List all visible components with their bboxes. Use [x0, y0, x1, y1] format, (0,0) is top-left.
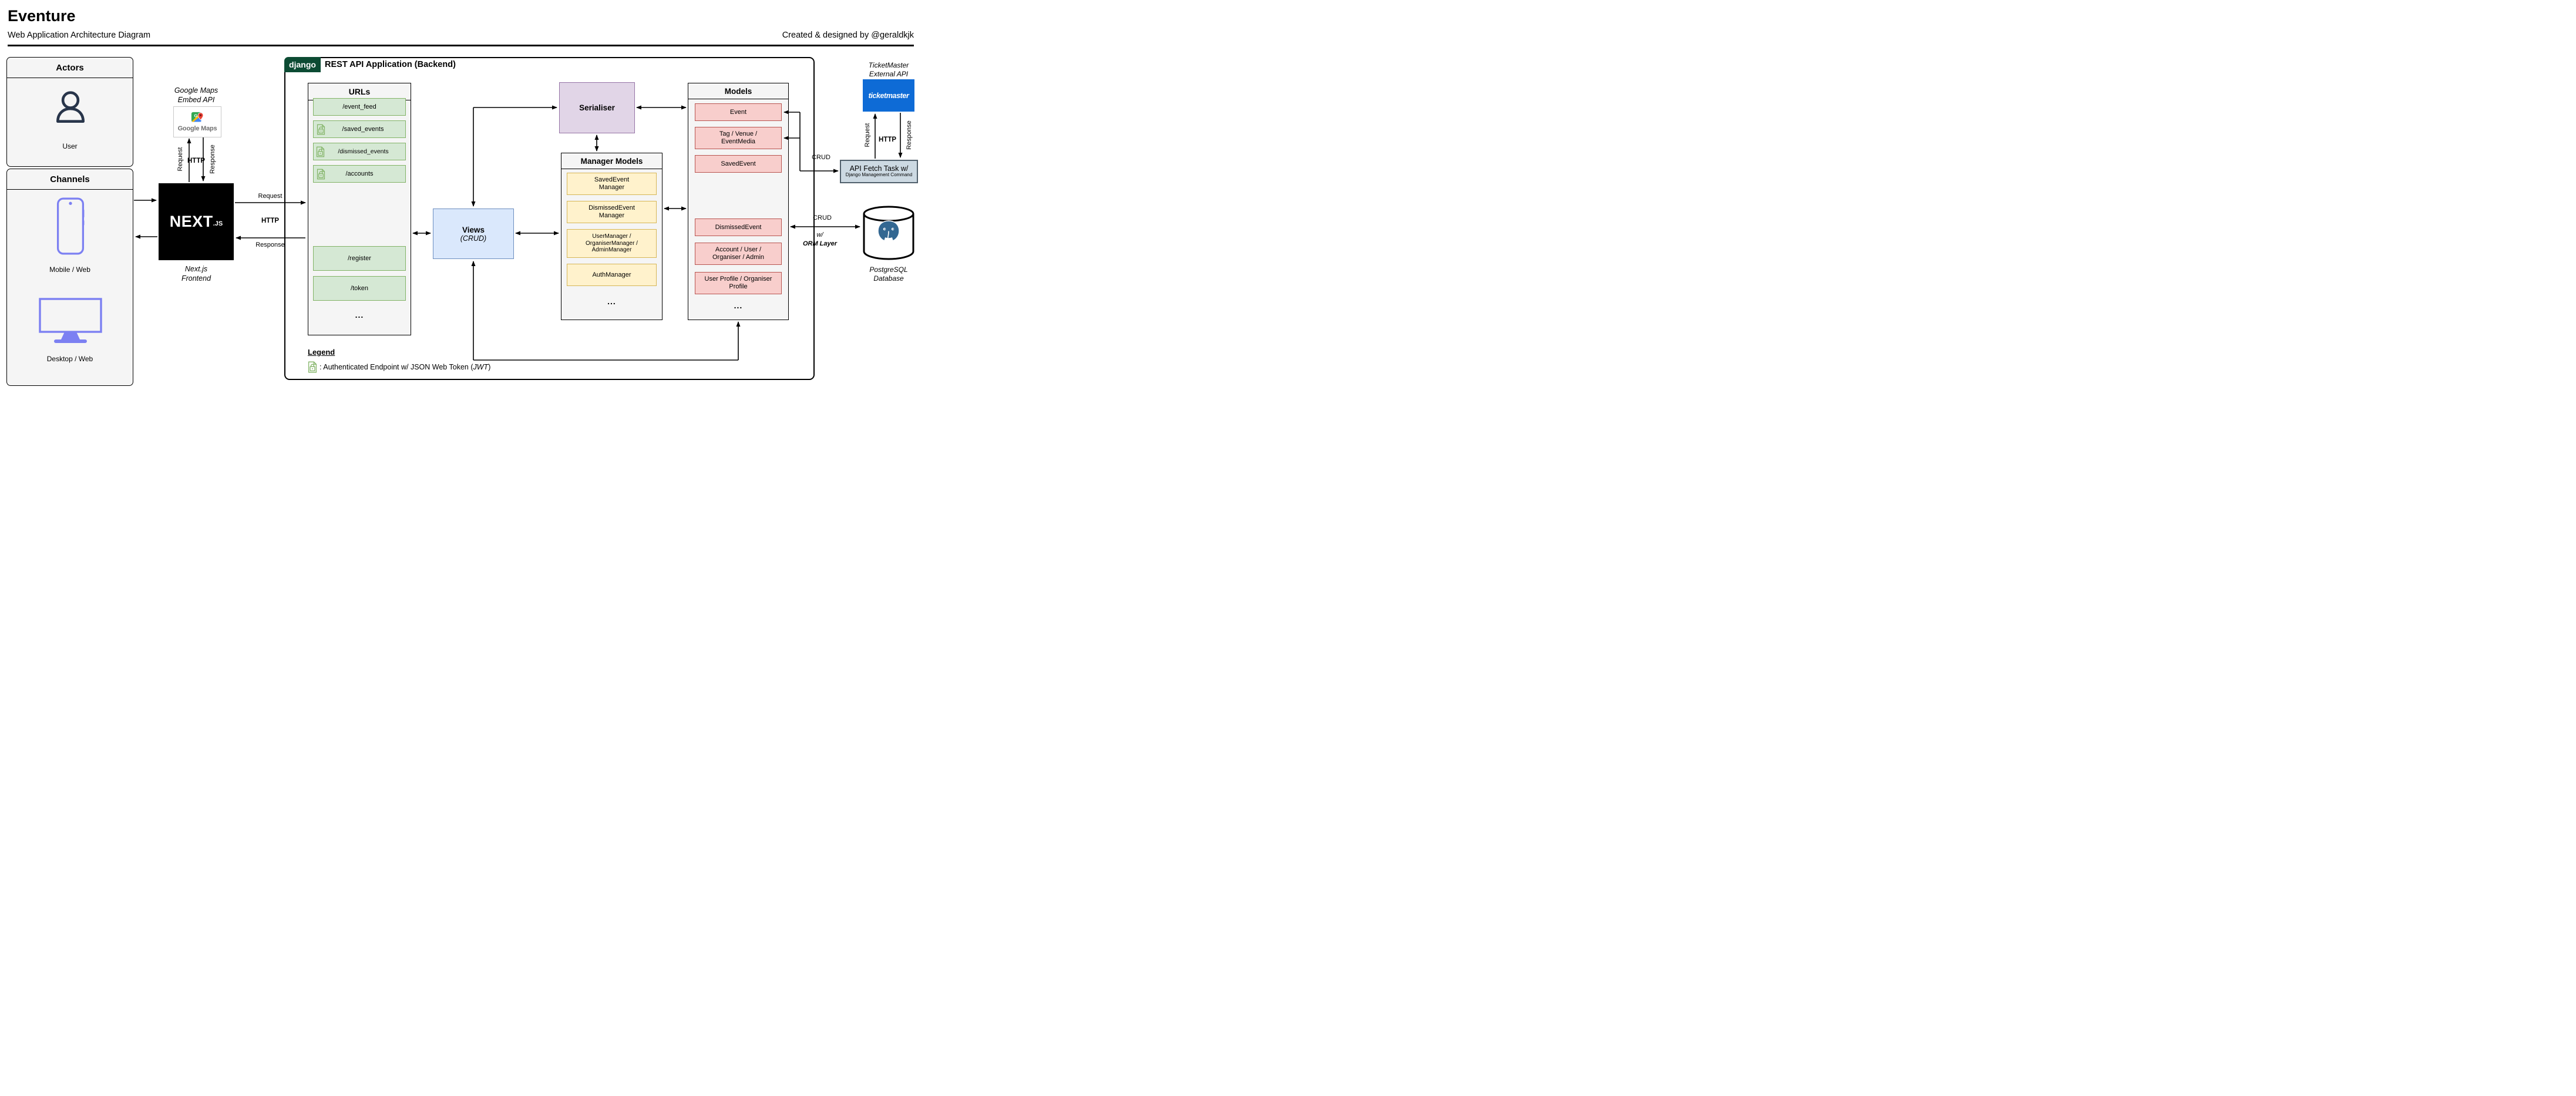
url-item-register: /register	[313, 246, 406, 271]
label-gmaps-response: Response	[209, 144, 216, 174]
desktop-monitor-icon	[39, 298, 102, 343]
nextjs-box: NEXT.JS	[159, 183, 234, 260]
api-fetch-line2: Django Management Command	[845, 172, 913, 178]
model-item-dismissedevent: DismissedEvent	[695, 218, 782, 236]
google-maps-icon: G	[191, 112, 204, 122]
label-gmaps-http: HTTP	[187, 157, 206, 164]
postgres-caption: PostgreSQL Database	[869, 265, 908, 283]
mobile-label: Mobile / Web	[49, 265, 90, 274]
models-title: Models	[724, 86, 752, 96]
legend-text: : Authenticated Endpoint w/ JSON Web Tok…	[320, 363, 491, 371]
actors-title: Actors	[56, 62, 84, 73]
views-subtitle: (CRUD)	[460, 234, 487, 243]
user-label: User	[62, 142, 78, 150]
page-title: Eventure	[8, 7, 76, 25]
nextjs-logo: NEXT.JS	[169, 213, 223, 230]
url-item-token: /token	[313, 276, 406, 301]
jwt-lock-icon	[308, 361, 317, 373]
ticketmaster-logo-box: ticketmaster	[863, 79, 914, 112]
views-title: Views	[462, 225, 485, 234]
legend-heading: Legend	[308, 348, 335, 357]
manager-models-more: ...	[607, 297, 616, 306]
url-item-accounts: /accounts	[313, 165, 406, 183]
page-subtitle: Web Application Architecture Diagram	[8, 31, 151, 40]
urls-title: URLs	[348, 87, 371, 96]
manager-item-dismissedevent: DismissedEvent Manager	[567, 201, 657, 223]
label-db-crud: CRUD	[813, 214, 832, 221]
label-tm-request: Request	[864, 123, 871, 147]
serialiser-box: Serialiser	[559, 82, 635, 133]
legend-row: : Authenticated Endpoint w/ JSON Web Tok…	[308, 360, 490, 374]
ticketmaster-logo-text: ticketmaster	[868, 91, 909, 100]
jwt-lock-icon	[317, 124, 325, 135]
channels-panel: Channels Mobile / Web Desktop / Web	[6, 169, 133, 386]
label-tm-http: HTTP	[878, 136, 897, 143]
ticketmaster-caption: TicketMaster External API	[868, 61, 909, 78]
label-next-response: Response	[255, 241, 285, 248]
manager-models-title: Manager Models	[580, 156, 643, 166]
label-fetch-crud: CRUD	[812, 154, 830, 161]
model-item-account-user-organiser-admin: Account / User / Organiser / Admin	[695, 243, 782, 265]
django-badge: django	[284, 57, 321, 72]
page-credit: Created & designed by @geraldkjk	[782, 31, 914, 40]
urls-more: ...	[355, 310, 364, 320]
views-box: Views (CRUD)	[433, 209, 514, 259]
url-item-event-feed: /event_feed	[313, 98, 406, 116]
desktop-label: Desktop / Web	[46, 355, 93, 363]
model-item-user-organiser-profile: User Profile / Organiser Profile	[695, 272, 782, 294]
google-maps-caption: Google Maps Embed API	[174, 86, 218, 104]
model-item-tag-venue-eventmedia: Tag / Venue / EventMedia	[695, 127, 782, 149]
api-fetch-task-box: API Fetch Task w/ Django Management Comm…	[840, 160, 918, 183]
url-item-dismissed-events: /dismissed_events	[313, 143, 406, 160]
actors-panel: Actors User	[6, 57, 133, 167]
label-db-with: w/	[816, 231, 823, 238]
architecture-diagram: Eventure Web Application Architecture Di…	[0, 0, 921, 392]
manager-item-savedevent: SavedEvent Manager	[567, 173, 657, 195]
svg-text:G: G	[194, 113, 198, 119]
postgres-cylinder	[863, 206, 914, 260]
google-maps-logo-box: G Google Maps	[173, 106, 221, 137]
label-next-request: Request	[258, 193, 283, 200]
api-fetch-line1: API Fetch Task w/	[849, 164, 909, 173]
channels-title: Channels	[50, 174, 90, 184]
nextjs-caption: Next.js Frontend	[181, 265, 211, 283]
model-item-event: Event	[695, 103, 782, 121]
label-next-http: HTTP	[261, 217, 280, 224]
label-tm-response: Response	[906, 120, 913, 150]
mobile-phone-icon	[56, 197, 85, 255]
model-item-savedevent: SavedEvent	[695, 155, 782, 173]
google-maps-logo-text: Google Maps	[177, 125, 217, 132]
manager-item-auth: AuthManager	[567, 264, 657, 286]
jwt-lock-icon	[317, 169, 325, 180]
jwt-lock-icon	[316, 146, 325, 157]
models-more: ...	[734, 301, 743, 310]
serialiser-title: Serialiser	[579, 103, 615, 112]
django-title: REST API Application (Backend)	[325, 60, 456, 69]
header-divider	[8, 45, 914, 46]
manager-item-user-organiser-admin: UserManager / OrganiserManager / AdminMa…	[567, 229, 657, 258]
postgresql-logo	[877, 220, 900, 241]
url-item-saved-events: /saved_events	[313, 120, 406, 138]
label-db-orm: ORM Layer	[802, 240, 838, 247]
user-icon	[56, 91, 85, 123]
